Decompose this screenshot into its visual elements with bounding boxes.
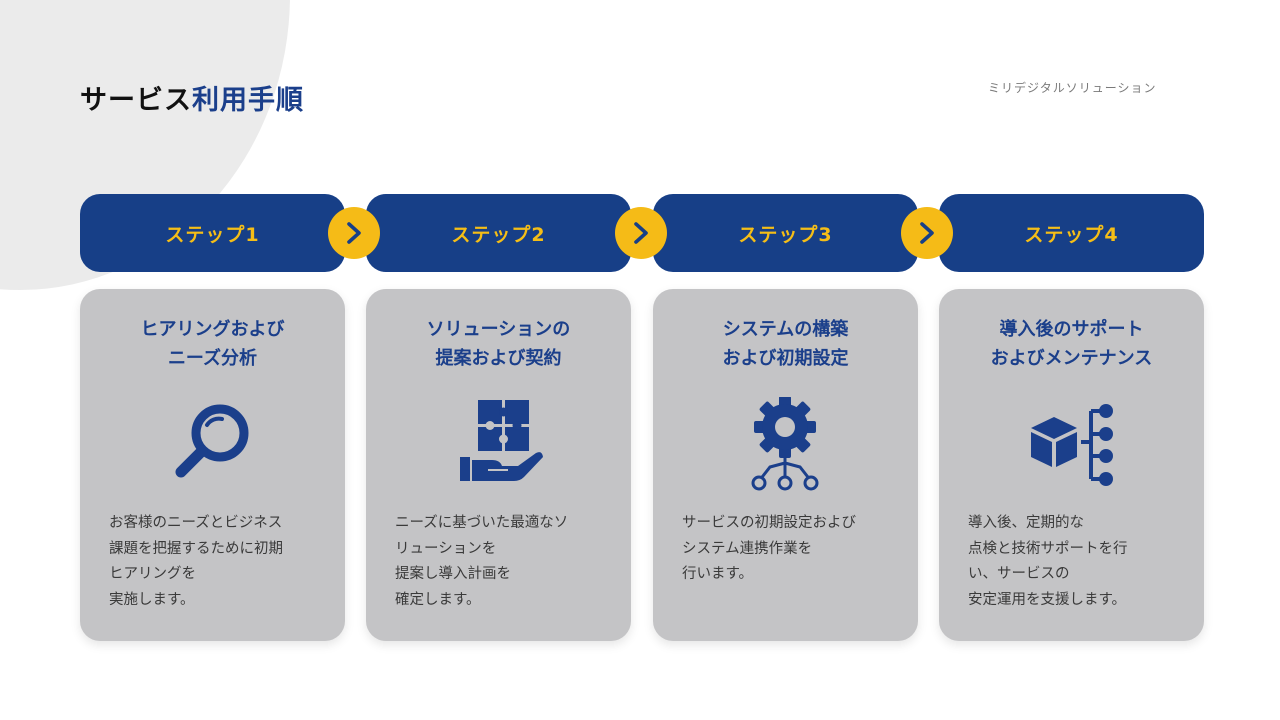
step-3-desc-line: サービスの初期設定および [682, 515, 856, 531]
step-2-title-line-1: ソリューションの [426, 319, 571, 340]
gear-network-icon [735, 396, 835, 493]
step-4-title-line-1: 導入後のサポート [999, 319, 1144, 340]
step-3-description: サービスの初期設定および システム連携作業を 行います。 [682, 511, 897, 588]
puzzle-hand-icon [448, 397, 548, 493]
step-3-desc-line: 行います。 [682, 566, 754, 582]
step-2-desc-line: 確定します。 [395, 591, 481, 608]
step-1-desc-line: 実施します。 [109, 591, 195, 608]
step-1-desc-line: 課題を把握するために初期 [109, 540, 283, 557]
step-2-header: ステップ2 [366, 194, 631, 272]
chevron-right-icon [615, 207, 667, 259]
brand-name: ミリデジタルソリューション [988, 81, 1157, 95]
step-1-card: ヒアリングおよび ニーズ分析 お客様のニーズとビジネス 課題を把握するために初期… [80, 289, 345, 641]
step-4-header: ステップ4 [939, 194, 1204, 272]
step-2-desc-line: リューションを [395, 540, 497, 557]
step-1-desc-line: ヒアリングを [109, 566, 196, 582]
step-4-desc-line: 点検と技術サポートを行 [968, 540, 1128, 557]
step-4-title: 導入後のサポート およびメンテナンス [939, 315, 1204, 373]
step-2-desc-line: 提案し導入計画を [395, 566, 511, 582]
step-2-title-line-2: 提案および契約 [435, 348, 562, 369]
step-4-description: 導入後、定期的な 点検と技術サポートを行 い、サービスの 安定運用を支援します。 [968, 511, 1183, 613]
step-4-title-line-2: およびメンテナンス [990, 348, 1153, 369]
cube-network-icon [1021, 397, 1121, 493]
step-3-title-line-2: および初期設定 [722, 348, 849, 369]
step-2-desc-line: ニーズに基づいた最適なソ [395, 515, 569, 531]
chevron-right-icon [901, 207, 953, 259]
step-1-desc-line: お客様のニーズとビジネス [109, 515, 283, 531]
step-2-description: ニーズに基づいた最適なソ リューションを 提案し導入計画を 確定します。 [395, 511, 610, 613]
step-2-card: ソリューションの 提案および契約 ニーズに基づいた最適なソ リューションを 提案… [366, 289, 631, 641]
step-4-desc-line: 安定運用を支援します。 [968, 591, 1127, 608]
chevron-right-icon [328, 207, 380, 259]
step-1-title: ヒアリングおよび ニーズ分析 [80, 315, 345, 373]
step-3-title-line-1: システムの構築 [722, 319, 849, 340]
step-4-desc-line: い、サービスの [968, 566, 1070, 582]
step-2-title: ソリューションの 提案および契約 [366, 315, 631, 373]
step-3-desc-line: システム連携作業を [682, 540, 813, 557]
step-3-header: ステップ3 [653, 194, 918, 272]
step-4-desc-line: 導入後、定期的な [968, 515, 1084, 531]
step-4-card: 導入後のサポート およびメンテナンス 導入後、定期的な 点検と技術サポートを行 … [939, 289, 1204, 641]
title-main: サービス [80, 85, 192, 116]
step-1-title-line-1: ヒアリングおよび [140, 319, 285, 340]
step-1-header: ステップ1 [80, 194, 345, 272]
step-3-title: システムの構築 および初期設定 [653, 315, 918, 373]
magnifier-icon [162, 397, 262, 493]
page-title: サービス利用手順 [80, 78, 304, 117]
title-accent: 利用手順 [192, 85, 304, 116]
step-1-description: お客様のニーズとビジネス 課題を把握するために初期 ヒアリングを 実施します。 [109, 511, 324, 613]
step-3-card: システムの構築 および初期設定 [653, 289, 918, 641]
step-1-title-line-2: ニーズ分析 [167, 348, 258, 369]
